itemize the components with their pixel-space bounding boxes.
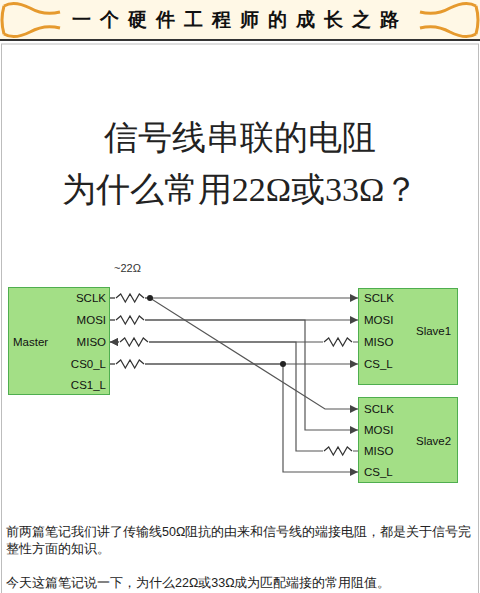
resistor-gap bbox=[119, 337, 149, 347]
pin-name: CS0_L bbox=[71, 357, 106, 371]
signal-wire bbox=[110, 364, 358, 472]
slave-box: SCLK MOSI MISO CS_L Slave1 bbox=[358, 288, 458, 385]
pin-name: MOSI bbox=[364, 423, 393, 437]
page-border bbox=[2, 44, 479, 593]
signal-wire bbox=[110, 320, 358, 430]
device-name: Slave2 bbox=[416, 434, 451, 448]
resistor-symbol bbox=[324, 447, 352, 455]
slave-box: SCLK MOSI MISO CS_L Slave2 bbox=[358, 397, 458, 483]
resistor-symbol bbox=[324, 338, 352, 346]
pin-name: SCLK bbox=[364, 402, 394, 416]
pin-name: SCLK bbox=[364, 291, 394, 305]
pin-name: MOSI bbox=[364, 313, 393, 327]
pin-name: MISO bbox=[364, 444, 393, 458]
pin-name: SCLK bbox=[76, 291, 106, 305]
resistor-symbol bbox=[116, 316, 144, 324]
header-band bbox=[0, 0, 480, 40]
body-paragraph: 前两篇笔记我们讲了传输线50Ω阻抗的由来和信号线的端接电阻，都是关于信号完整性方… bbox=[6, 524, 474, 558]
title-text: 信号线串联的电阻 为什么常用22Ω或33Ω？ bbox=[40, 112, 440, 216]
resistor-symbol bbox=[120, 338, 148, 346]
resistor-gap bbox=[115, 359, 145, 369]
resistor-gap bbox=[323, 446, 353, 456]
pin-name: MISO bbox=[364, 335, 393, 349]
resistor-gap bbox=[115, 293, 145, 303]
pin-name: CS_L bbox=[364, 357, 393, 371]
body-paragraph: 今天这篇笔记说一下，为什么22Ω或33Ω成为匹配端接的常用阻值。 bbox=[6, 576, 474, 591]
resistor-gap bbox=[115, 315, 145, 325]
header-bracket bbox=[420, 3, 478, 36]
junction-dot bbox=[280, 361, 286, 367]
resistor-value: ~22Ω bbox=[114, 262, 141, 275]
resistor-gap bbox=[323, 337, 353, 347]
device-name: Master bbox=[13, 335, 48, 349]
header-rule bbox=[0, 39, 480, 41]
resistor-symbol bbox=[116, 294, 144, 302]
resistor-symbol bbox=[116, 360, 144, 368]
junction-dot bbox=[147, 295, 153, 301]
header-text: 一个硬件工程师的成长之路 bbox=[0, 7, 480, 33]
pin-name: MISO bbox=[77, 335, 106, 349]
master-box: Master SCLK MOSI MISO CS0_L CS1_L bbox=[8, 287, 110, 395]
header-bracket bbox=[2, 3, 60, 36]
signal-wire bbox=[110, 298, 358, 409]
device-name: Slave1 bbox=[416, 324, 451, 338]
pin-name: CS1_L bbox=[71, 378, 106, 392]
pin-name: CS_L bbox=[364, 465, 393, 479]
pin-name: MOSI bbox=[77, 313, 106, 327]
signal-wire bbox=[110, 342, 358, 451]
